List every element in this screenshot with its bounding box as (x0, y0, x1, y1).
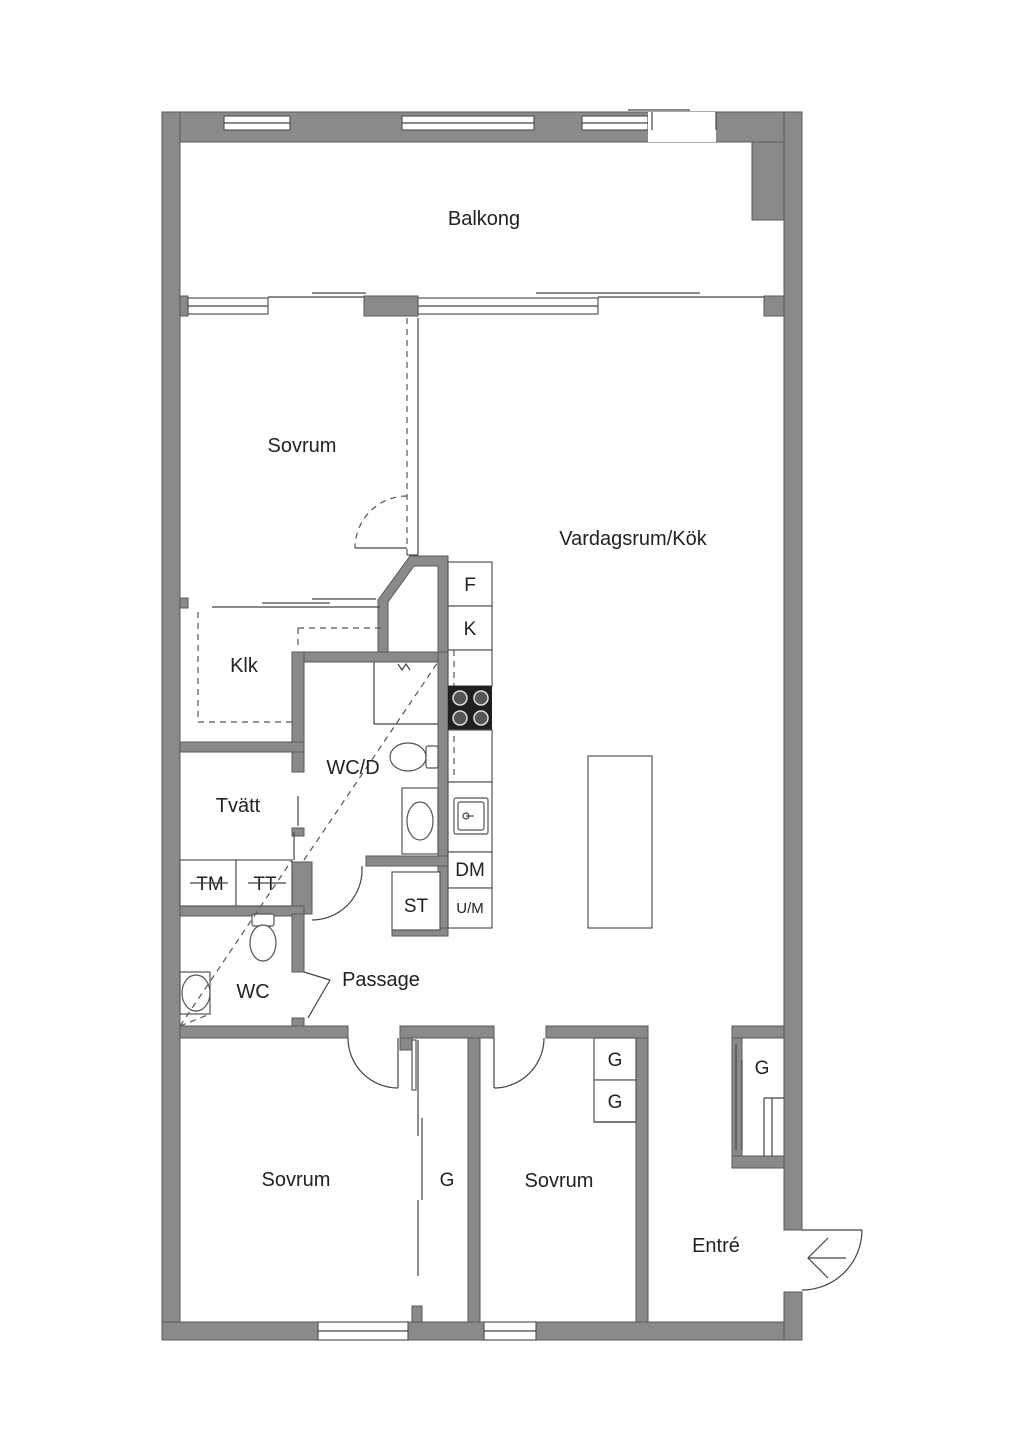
toilet-icon (389, 742, 439, 772)
balcony-wall (179, 292, 785, 317)
room-label-klk: Klk (230, 655, 259, 677)
fixture-label-microwave: U/M (456, 900, 484, 917)
fixture-label-fridge: F (464, 575, 476, 596)
fixture-label-cleaning-closet: ST (404, 896, 429, 917)
fixture-label-wardrobe-entre: G (755, 1058, 770, 1079)
room-label-sovrum-top: Sovrum (268, 435, 337, 457)
room-label-wc: WC (236, 981, 269, 1003)
fixture-label-wardrobe-mid-2: G (608, 1092, 623, 1113)
interior-walls (179, 318, 863, 1323)
fixture-label-freezer: K (464, 619, 477, 640)
arrow-left-icon (807, 1237, 846, 1279)
sink-icon (453, 797, 489, 835)
fixture-label-wardrobe-mid-1: G (608, 1050, 623, 1071)
kitchen-island (587, 755, 653, 929)
top-windows (223, 109, 717, 142)
fixture-label-wardrobe-left: G (440, 1170, 455, 1191)
fixture-label-washer: TM (196, 874, 223, 895)
room-label-tvatt: Tvätt (216, 795, 261, 817)
room-label-wc-d: WC/D (326, 757, 379, 779)
shower (303, 661, 439, 861)
wc-basin-icon (179, 971, 211, 1015)
bottom-windows (317, 1321, 537, 1341)
stove-icon (452, 690, 489, 726)
room-label-sovrum-mid: Sovrum (525, 1170, 594, 1192)
room-label-balkong: Balkong (448, 208, 520, 230)
basin-icon (401, 787, 439, 855)
room-label-sovrum-left: Sovrum (262, 1169, 331, 1191)
room-label-entre: Entré (692, 1235, 740, 1257)
room-label-passage: Passage (342, 969, 420, 991)
wc-toilet-icon (249, 913, 277, 962)
room-label-vardagsrum-kok: Vardagsrum/Kök (559, 528, 707, 550)
fixture-label-dishwasher: DM (455, 860, 485, 881)
fixture-label-dryer: TT (253, 874, 277, 895)
